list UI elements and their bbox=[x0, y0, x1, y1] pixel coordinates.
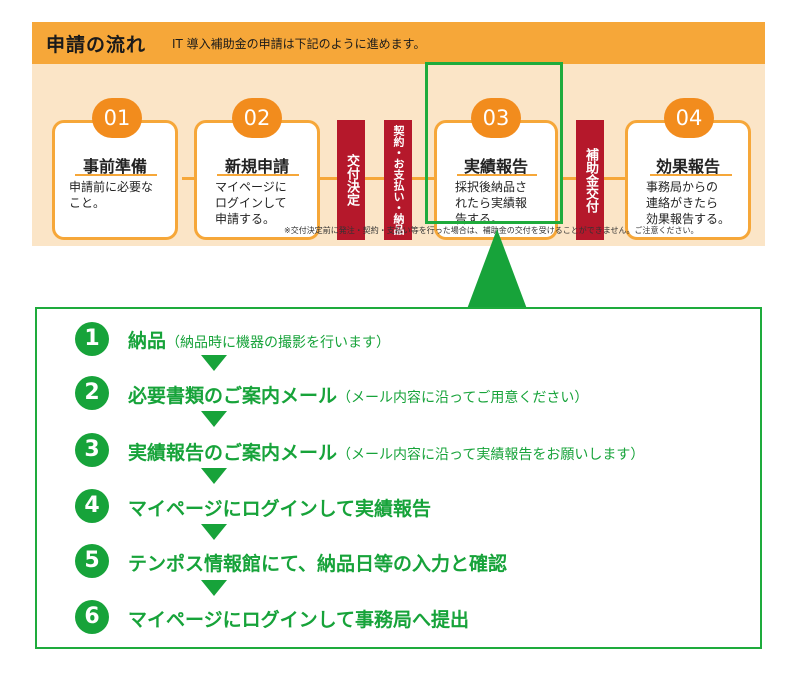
step-title: 事前準備 bbox=[82, 157, 147, 176]
down-arrow-icon bbox=[201, 411, 227, 427]
step-title: 効果報告 bbox=[655, 157, 720, 176]
down-arrow-icon bbox=[201, 524, 227, 540]
step-underline bbox=[650, 174, 732, 176]
step-description: 採択後納品さ れたら実績報 告する。 bbox=[455, 180, 528, 226]
down-arrow-icon bbox=[201, 468, 227, 484]
step-note: （納品時に機器の撮影を行います） bbox=[166, 335, 391, 351]
step-number-03: 03 bbox=[471, 98, 521, 138]
red-label-subsidy-grant: 補助金交付 bbox=[576, 120, 604, 240]
step-item-3: 実績報告のご案内メール（メール内容に沿って実績報告をお願いします） bbox=[128, 438, 644, 465]
step-card-04: 効果報告 事務局からの 連絡がきたら 効果報告する。 bbox=[625, 120, 751, 240]
step-description: マイページに ログインして 申請する。 bbox=[215, 180, 287, 226]
step-number-2: 2 bbox=[75, 376, 109, 410]
step-main-text: 実績報告のご案内メール bbox=[128, 442, 338, 464]
step-number-4: 4 bbox=[75, 489, 109, 523]
down-arrow-icon bbox=[201, 580, 227, 596]
step-number-1: 1 bbox=[75, 322, 109, 356]
step-card-01: 事前準備 申請前に必要な こと。 bbox=[52, 120, 178, 240]
step-underline bbox=[75, 174, 157, 176]
banner-subtitle: IT 導入補助金の申請は下記のように進めます。 bbox=[172, 37, 426, 51]
step-item-6: マイページにログインして事務局へ提出 bbox=[128, 605, 469, 632]
process-banner: 申請の流れ IT 導入補助金の申請は下記のように進めます。 事前準備 申請前に必… bbox=[32, 22, 765, 246]
down-arrow-icon bbox=[201, 355, 227, 371]
step-main-text: マイページにログインして実績報告 bbox=[128, 498, 432, 520]
step-description: 申請前に必要な こと。 bbox=[69, 180, 154, 210]
step-underline bbox=[457, 174, 537, 176]
step-title: 新規申請 bbox=[224, 157, 289, 176]
step-item-2: 必要書類のご案内メール（メール内容に沿ってご用意ください） bbox=[128, 381, 588, 408]
detail-steps-box bbox=[35, 307, 762, 649]
red-label-grant-decision: 交付決定 bbox=[337, 120, 365, 240]
step-card-02: 新規申請 マイページに ログインして 申請する。 bbox=[194, 120, 320, 240]
step-main-text: 納品 bbox=[128, 330, 167, 352]
step-number-6: 6 bbox=[75, 600, 109, 634]
highlight-box-step-03 bbox=[425, 62, 563, 224]
step-note: （メール内容に沿ってご用意ください） bbox=[337, 390, 589, 406]
step-number-01: 01 bbox=[92, 98, 142, 138]
step-underline bbox=[217, 174, 299, 176]
step-main-text: 必要書類のご案内メール bbox=[128, 385, 338, 407]
step-card-03: 実績報告 採択後納品さ れたら実績報 告する。 bbox=[434, 120, 558, 240]
step-description: 事務局からの 連絡がきたら 効果報告する。 bbox=[646, 180, 731, 226]
banner-header: 申請の流れ IT 導入補助金の申請は下記のように進めます。 bbox=[32, 22, 765, 64]
callout-triangle-icon bbox=[467, 229, 527, 309]
step-main-text: テンポス情報館にて、納品日等の入力と確認 bbox=[128, 553, 508, 575]
step-main-text: マイページにログインして事務局へ提出 bbox=[128, 609, 470, 631]
step-number-02: 02 bbox=[232, 98, 282, 138]
step-number-5: 5 bbox=[75, 544, 109, 578]
step-item-4: マイページにログインして実績報告 bbox=[128, 494, 431, 521]
step-title: 実績報告 bbox=[463, 157, 528, 176]
step-number-04: 04 bbox=[664, 98, 714, 138]
banner-note: ※交付決定前に発注・契約・支払い等を行った場合は、補助金の交付を受けることができ… bbox=[284, 226, 699, 235]
step-item-5: テンポス情報館にて、納品日等の入力と確認 bbox=[128, 549, 507, 576]
red-label-contract-payment: 契約・お支払い・納品 bbox=[384, 120, 412, 240]
step-number-3: 3 bbox=[75, 433, 109, 467]
step-note: （メール内容に沿って実績報告をお願いします） bbox=[337, 447, 645, 463]
connector-line bbox=[310, 177, 450, 180]
step-item-1: 納品（納品時に機器の撮影を行います） bbox=[128, 326, 390, 353]
banner-title: 申請の流れ bbox=[46, 34, 147, 56]
